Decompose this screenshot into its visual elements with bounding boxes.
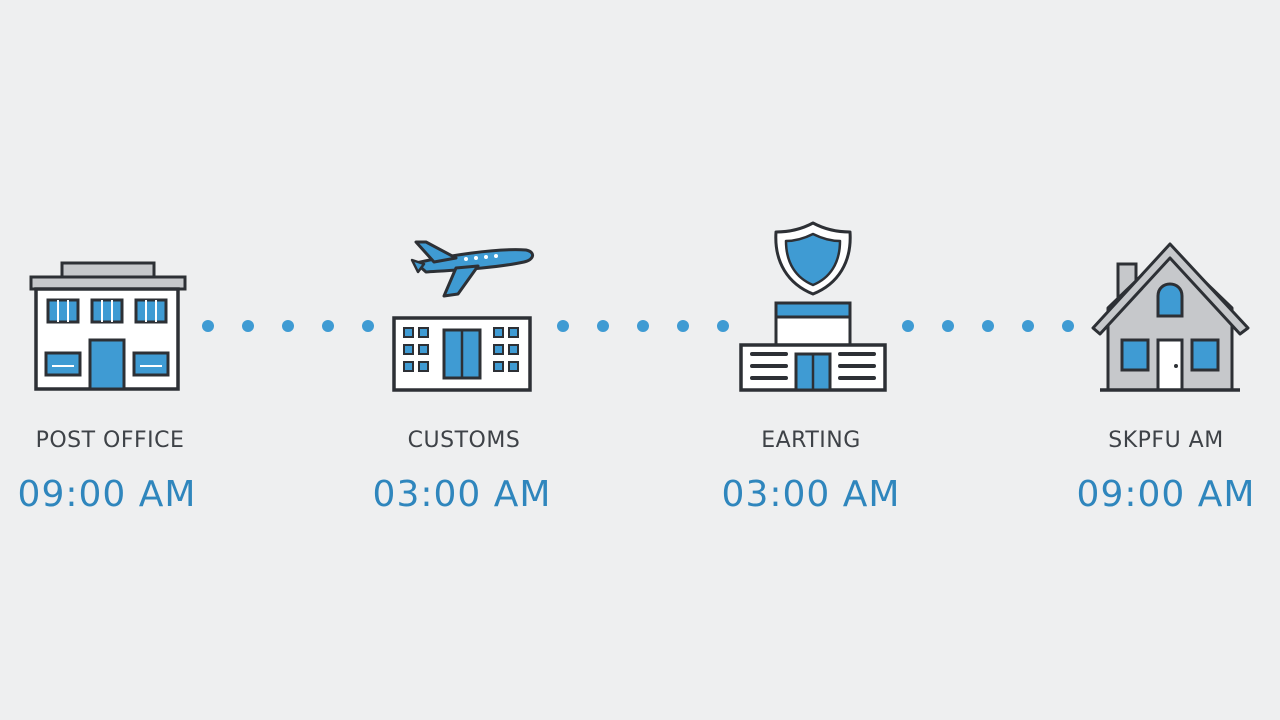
connector-dot [202,320,214,332]
customs-building-with-airplane-icon [392,240,534,392]
connector-dot [362,320,374,332]
airplane-icon [410,240,534,298]
connector-dot [677,320,689,332]
connector-dot [637,320,649,332]
stage-label: CUSTOMS [407,428,521,453]
connector-dot [717,320,729,332]
stage-time: 09:00 AM [1076,474,1256,515]
post-office-building-icon [29,261,187,391]
connector-dot [1062,320,1074,332]
stage-time: 09:00 AM [17,474,197,515]
connector-dot [597,320,609,332]
house-icon [1091,242,1250,392]
stage-time: 03:00 AM [372,474,552,515]
connector-dot [322,320,334,332]
stage-label: EARTING [761,428,861,453]
sorting-facility-with-shield-icon [739,221,887,392]
connector-dot [282,320,294,332]
shield-icon [774,221,852,296]
connector-dots [557,320,729,332]
connector-dot [242,320,254,332]
connector-dot [557,320,569,332]
connector-dot [902,320,914,332]
connector-dot [982,320,994,332]
stage-time: 03:00 AM [721,474,901,515]
connector-dots [202,320,374,332]
connector-dot [942,320,954,332]
stage-label: POST OFFICE [35,428,185,453]
connector-dots [902,320,1074,332]
connector-dot [1022,320,1034,332]
stage-label: SKPFU AM [1108,428,1224,453]
